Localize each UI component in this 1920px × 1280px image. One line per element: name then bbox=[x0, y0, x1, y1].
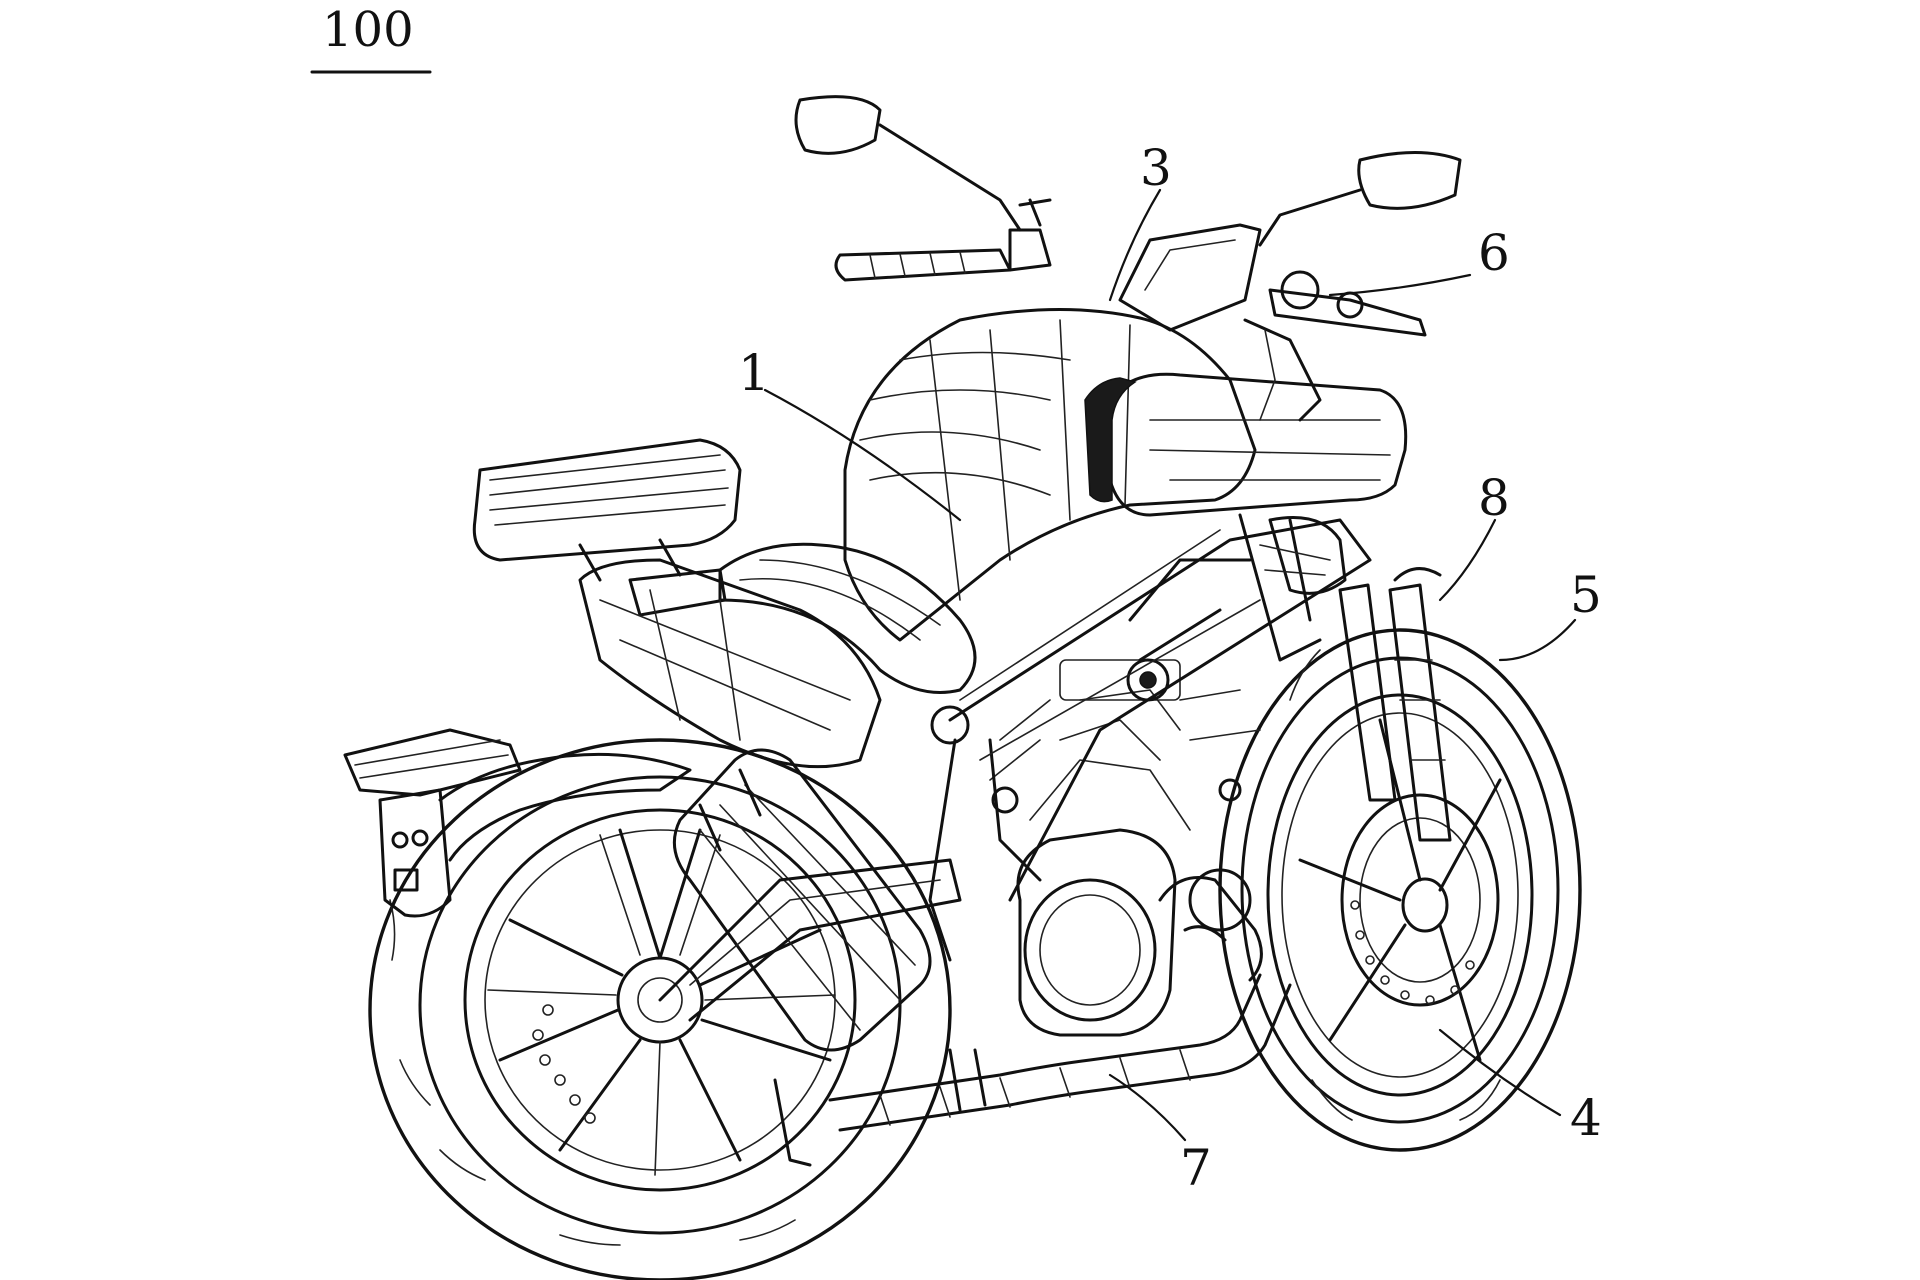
motorcycle-illustration bbox=[343, 95, 1582, 1280]
frame-drawing bbox=[928, 513, 1372, 962]
leader-8 bbox=[1438, 518, 1497, 602]
license-plate-bracket bbox=[343, 728, 692, 918]
label-front-wheel: 4 bbox=[1570, 1089, 1602, 1147]
rear-brake-disc bbox=[532, 1004, 596, 1124]
label-front-tire: 5 bbox=[1570, 566, 1602, 624]
fuel-tank bbox=[843, 308, 1408, 642]
leader-3 bbox=[1108, 188, 1162, 302]
cockpit bbox=[794, 95, 1462, 422]
label-front-fork: 8 bbox=[1478, 469, 1510, 527]
leader-4 bbox=[1438, 1028, 1562, 1117]
figure-number-text: 100 bbox=[322, 2, 414, 58]
label-frame: 1 bbox=[738, 344, 770, 402]
exhaust-pipe-drawing bbox=[828, 868, 1292, 1132]
seat bbox=[628, 542, 977, 694]
leader-7 bbox=[1108, 1073, 1187, 1142]
leader-5 bbox=[1498, 618, 1577, 662]
swingarm bbox=[658, 858, 962, 1022]
reference-labels: 1 3 4 5 6 7 8 bbox=[738, 139, 1602, 1197]
figure-number: 100 bbox=[310, 2, 432, 74]
rear-cowl bbox=[472, 438, 882, 769]
label-exhaust-pipe: 7 bbox=[1180, 1139, 1212, 1197]
leader-1 bbox=[763, 388, 962, 522]
leader-lines bbox=[763, 188, 1577, 1142]
headlight-area bbox=[1259, 516, 1347, 595]
label-handlebar: 6 bbox=[1478, 224, 1510, 282]
front-wheel-drawing bbox=[1218, 628, 1582, 1152]
side-stand bbox=[773, 1048, 987, 1167]
engine bbox=[989, 659, 1261, 1037]
front-brake-disc bbox=[1350, 900, 1475, 1005]
leader-6 bbox=[1328, 273, 1472, 297]
rear-wheel bbox=[368, 738, 952, 1280]
label-tank-cover: 3 bbox=[1140, 139, 1172, 197]
front-fork-drawing bbox=[1338, 567, 1452, 842]
